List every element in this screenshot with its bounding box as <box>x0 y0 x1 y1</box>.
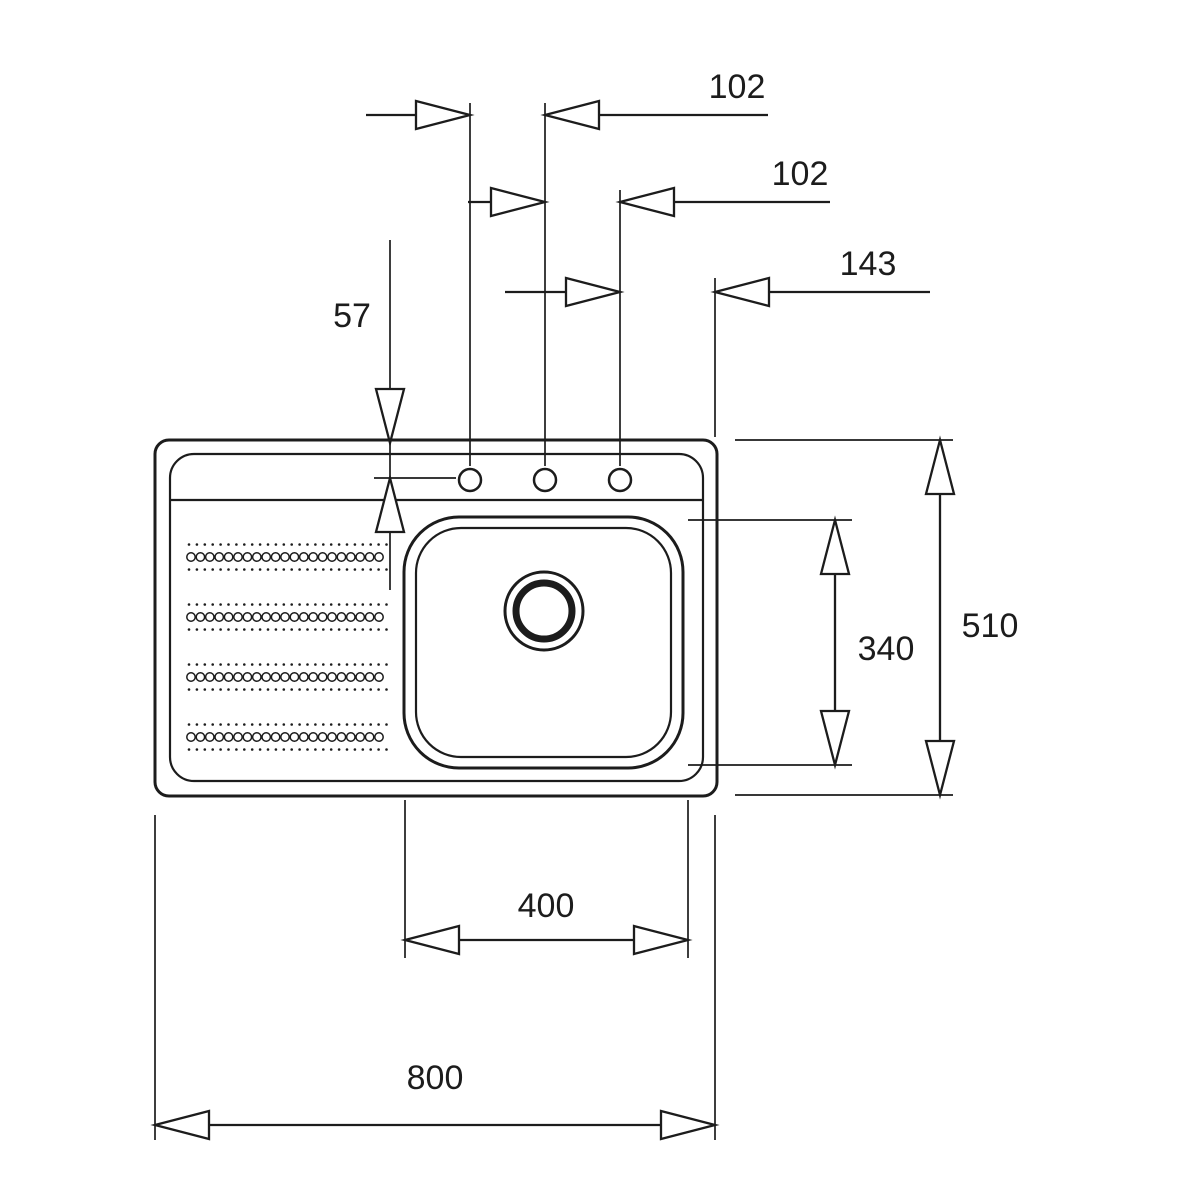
faucet-hole-right <box>607 467 633 493</box>
dim-edge-to-holes: 57 <box>333 297 406 534</box>
arrowhead-down-icon <box>924 739 956 800</box>
dimension-label: 102 <box>709 68 766 106</box>
arrowhead-right-icon <box>489 186 550 218</box>
faucet-hole-center <box>532 467 558 493</box>
dim-hole-spacing-right: 102 <box>468 155 830 218</box>
arrowhead-down-icon <box>819 709 851 770</box>
dim-hole-to-right-edge: 143 <box>505 245 930 308</box>
dim-overall-width: 800 <box>150 1059 720 1141</box>
arrowhead-left-icon <box>615 186 676 218</box>
sink-outline <box>153 438 719 798</box>
arrowhead-left-icon <box>710 276 771 308</box>
arrowhead-right-icon <box>564 276 625 308</box>
dimension-label: 57 <box>333 297 371 335</box>
arrowhead-up-icon <box>819 515 851 576</box>
sink-plan-view <box>153 438 719 798</box>
dimension-label: 510 <box>962 607 1019 645</box>
arrowhead-left-icon <box>400 924 461 956</box>
arrowhead-right-icon <box>414 99 475 131</box>
arrowhead-left-icon <box>540 99 601 131</box>
dim-bowl-depth: 340 <box>819 515 915 770</box>
dimension-label: 400 <box>518 887 575 925</box>
faucet-hole-left <box>457 467 483 493</box>
drain-outer-circle <box>503 570 585 652</box>
drain-ring <box>512 579 576 643</box>
bowl-outer-rim <box>402 515 685 770</box>
arrowhead-right-icon <box>659 1109 720 1141</box>
arrowhead-down-icon <box>374 387 406 448</box>
dim-hole-spacing-left: 102 <box>366 68 768 131</box>
dim-bowl-width: 400 <box>400 887 693 956</box>
dimension-label: 800 <box>407 1059 464 1097</box>
arrowhead-left-icon <box>150 1109 211 1141</box>
bowl-inner-wall <box>414 526 673 759</box>
sink-rim <box>168 452 705 783</box>
dimension-label: 102 <box>772 155 829 193</box>
dimension-label: 143 <box>840 245 897 283</box>
arrowhead-up-icon <box>924 435 956 496</box>
arrowhead-right-icon <box>632 924 693 956</box>
dim-overall-depth: 510 <box>924 435 1019 800</box>
drainboard-pattern <box>186 543 388 751</box>
arrowhead-up-icon <box>374 473 406 534</box>
dimension-label: 340 <box>858 630 915 668</box>
